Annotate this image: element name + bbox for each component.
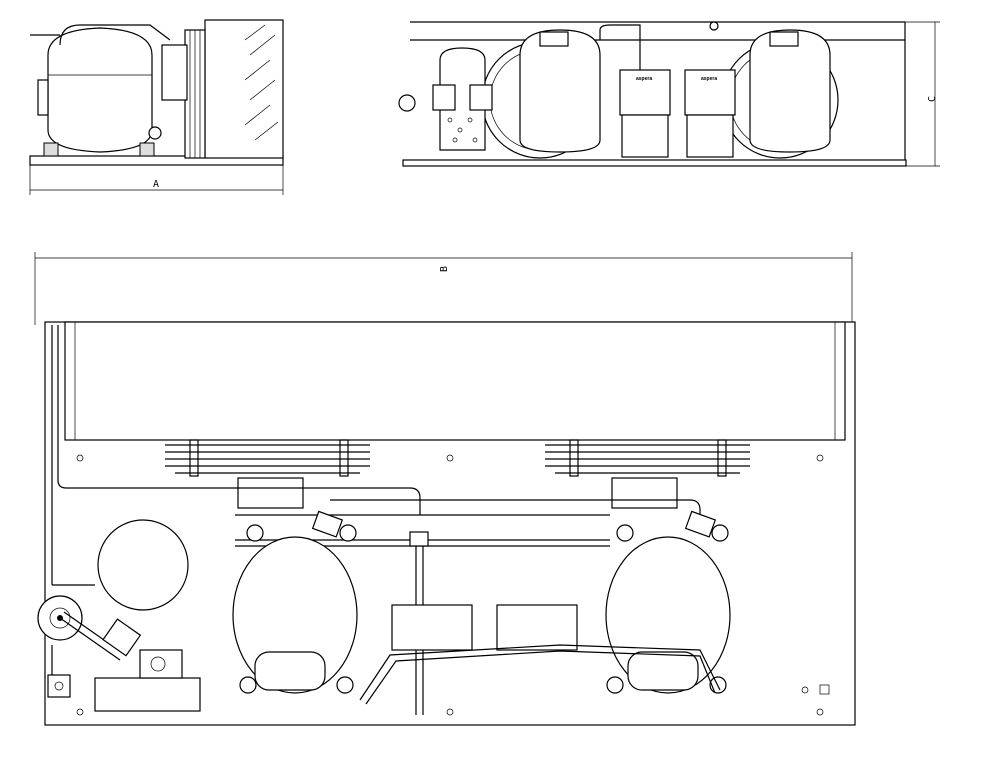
- side-view: A: [29, 19, 284, 195]
- aspera-label-2: aspera: [701, 76, 717, 82]
- dimension-a-label: A: [153, 179, 159, 190]
- dimension-c-label: C: [927, 96, 938, 102]
- plan-view: B: [34, 252, 856, 726]
- dimension-b-label: B: [439, 266, 450, 272]
- front-view: aspera aspera C: [398, 21, 940, 167]
- aspera-label-1: aspera: [636, 76, 652, 82]
